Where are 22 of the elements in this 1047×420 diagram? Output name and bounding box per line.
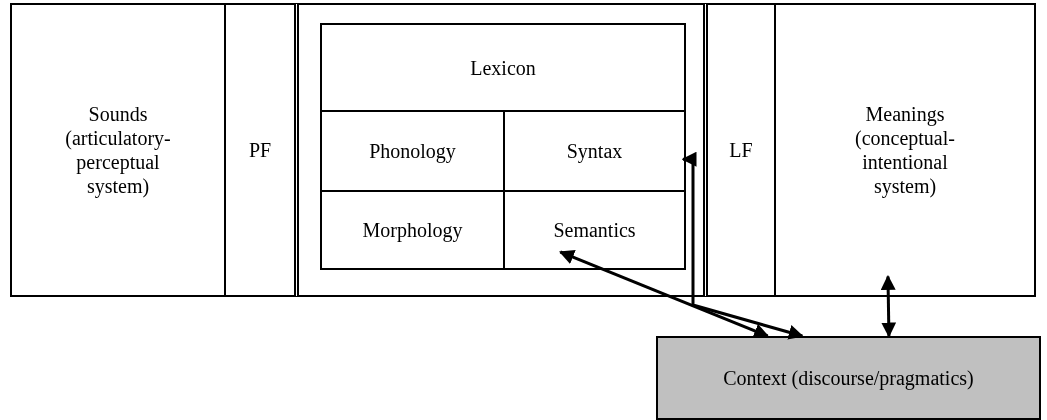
interface-panel <box>10 3 226 297</box>
node-label: Morphology <box>362 218 463 242</box>
interface-panel <box>774 3 1036 297</box>
module-cell <box>320 190 505 270</box>
module-cell <box>320 23 686 112</box>
grammar-panel <box>294 3 708 297</box>
node-label: PF <box>248 138 272 162</box>
node-label: Phonology <box>369 139 456 163</box>
node-label: Context (discourse/pragmatics) <box>723 366 974 390</box>
interface-panel <box>224 3 296 297</box>
interface-panel <box>706 3 776 297</box>
node-label: Lexicon <box>470 55 536 80</box>
module-cell <box>503 190 686 270</box>
double-arrow <box>559 250 770 338</box>
node-label: Sounds (articulatory-perceptual system) <box>64 102 172 198</box>
double-arrow <box>681 151 804 340</box>
node-label: Syntax <box>566 139 623 163</box>
node-label: Semantics <box>553 218 636 242</box>
node-label: LF <box>729 138 753 162</box>
context-box <box>656 336 1041 420</box>
double-arrow <box>880 274 897 338</box>
node-label: Meanings (conceptual-intentional system) <box>854 102 956 198</box>
